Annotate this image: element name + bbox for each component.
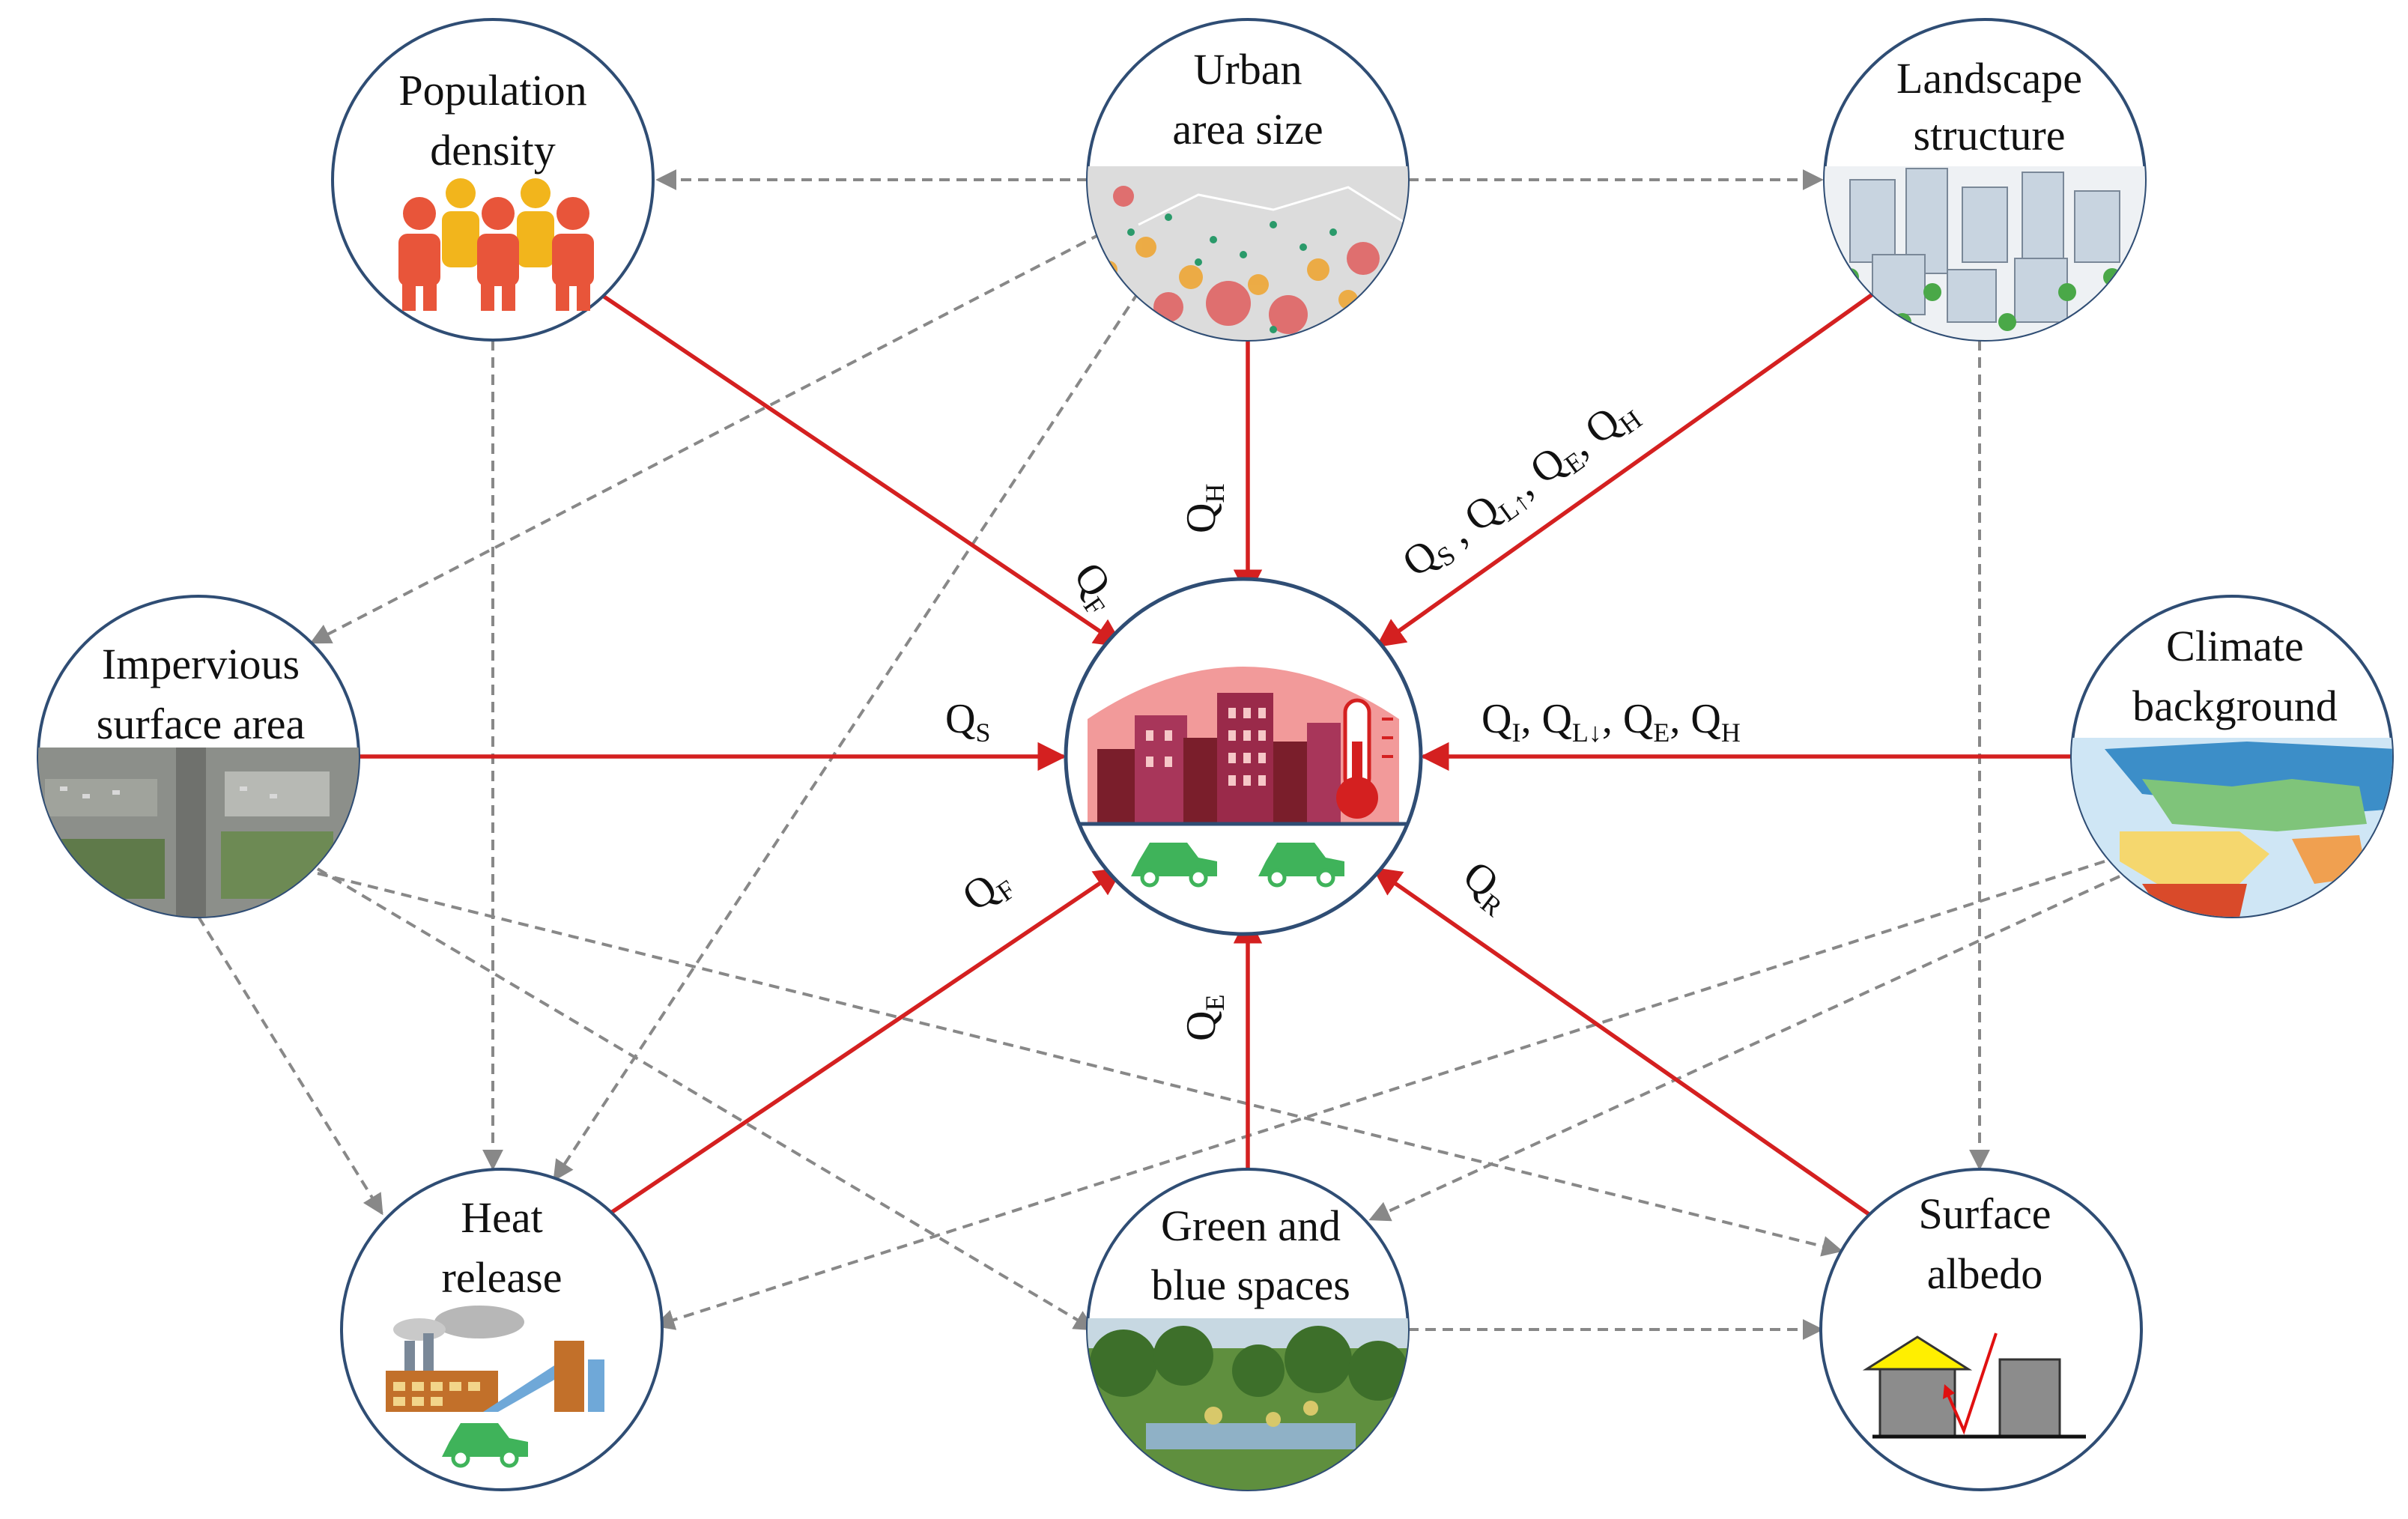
albedo-icon — [1862, 1332, 2086, 1439]
park-photo — [1088, 1318, 1408, 1490]
node-label-line1: Landscape — [1896, 54, 2082, 103]
flux-label-impervious: QS — [945, 696, 990, 748]
node-landscape-structure: Landscape structure — [1823, 18, 2147, 342]
node-label-line1: Heat — [461, 1193, 543, 1242]
arrow-impervious-to-heat — [197, 915, 383, 1216]
node-green-blue-spaces: Green and blue spaces — [1086, 1168, 1410, 1491]
node-label-line1: Surface — [1918, 1189, 2051, 1238]
arrow-heat-to-center — [605, 867, 1124, 1218]
arrow-climate-to-green — [1368, 875, 2120, 1222]
people-icon — [398, 178, 594, 311]
city-map-icon — [1088, 166, 1408, 340]
node-label-line2: background — [2132, 682, 2338, 730]
node-label-line2: structure — [1914, 111, 2066, 160]
flux-label-urban: QH — [1178, 484, 1230, 533]
node-surface-albedo: Surface albedo — [1819, 1168, 2143, 1491]
factory-icon — [386, 1306, 604, 1412]
arrow-landscape-to-center — [1375, 292, 1874, 648]
city-heat-icon — [1079, 667, 1408, 826]
climate-map-icon — [2072, 738, 2392, 917]
flux-label-heat: QF — [954, 856, 1021, 924]
car-icon — [1131, 843, 1217, 888]
node-impervious-surface-area: Impervious surface area — [37, 595, 360, 918]
node-climate-background: Climate background — [2070, 595, 2394, 918]
node-label-line2: blue spaces — [1151, 1261, 1350, 1309]
parking-lot-photo — [38, 748, 359, 917]
node-label-line2: area size — [1172, 105, 1323, 154]
center-node — [1064, 577, 1423, 936]
flux-label-climate: QI, QL↓, QE, QH — [1482, 696, 1741, 748]
node-label-line1: Impervious — [102, 640, 300, 688]
arrow-impervious-to-green — [316, 867, 1096, 1331]
arrow-albedo-to-center — [1371, 867, 1872, 1218]
node-label-line1: Climate — [2166, 622, 2304, 670]
direct-arrows — [360, 292, 2072, 1218]
arrow-climate-to-heat — [653, 860, 2105, 1330]
flux-label-albedo: QR — [1452, 852, 1521, 922]
flux-label-landscape: QS , QL↑, QE, QH — [1394, 386, 1647, 590]
node-label-line2: surface area — [97, 700, 305, 748]
arrow-urban-to-impervious — [309, 232, 1102, 644]
node-label-line1: Green and — [1161, 1201, 1341, 1250]
node-label-line2: density — [430, 126, 556, 175]
node-label-line2: release — [442, 1253, 562, 1302]
city-blocks-icon — [1825, 166, 2145, 340]
indirect-arrows — [197, 169, 2120, 1340]
car-icon — [442, 1423, 528, 1468]
flux-label-green: QE — [1178, 995, 1230, 1041]
car-icon — [1258, 843, 1344, 888]
arrow-population-to-center — [601, 294, 1124, 648]
node-label-line1: Population — [398, 66, 586, 115]
arrow-impervious-to-albedo — [317, 872, 1843, 1257]
node-population-density: Population density — [331, 18, 655, 342]
node-label-line2: albedo — [1927, 1249, 2043, 1298]
arrow-urban-to-heat — [553, 291, 1140, 1182]
node-label-line1: Urban — [1194, 45, 1302, 94]
node-heat-release: Heat release — [340, 1168, 664, 1491]
